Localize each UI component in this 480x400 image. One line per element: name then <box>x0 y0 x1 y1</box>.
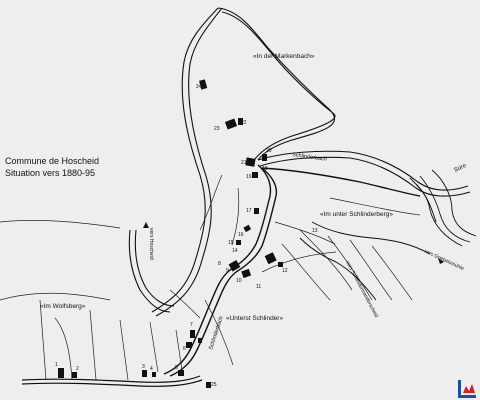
road-upper-loop <box>151 7 471 317</box>
arrow-up-icon <box>143 222 149 228</box>
road-label-schlindermanderscheid: vers Schlindermanderscheid <box>344 260 379 319</box>
road-hoscheid <box>128 229 175 313</box>
place-label-schlinderberg: «Im unter Schlinderberg» <box>320 211 393 218</box>
water-label-schlinderbach-bottom: Schlinderbach <box>208 316 224 351</box>
house-number-labels: 1 2 3 4 5 6 7 8 9 10 11 12 13 14 15 16 1… <box>55 84 318 388</box>
house-number: 20 <box>266 148 272 154</box>
road-label-goebelsmuhle: vers Goebelsmühle <box>423 248 465 272</box>
house-number: 11 <box>256 284 261 290</box>
place-label-wolfsberg: «Im Wolfsberg» <box>40 303 86 310</box>
house-number: 4 <box>150 366 153 372</box>
house-number: 7 <box>190 322 193 328</box>
parcel-boundaries <box>0 174 421 381</box>
schlinderbach-stream <box>163 164 421 377</box>
arrow-right-icon <box>438 258 444 264</box>
house-number: 18 <box>262 166 268 172</box>
house-number: 8 <box>218 261 221 267</box>
road-label-hoscheid: vers Hoscheid <box>148 228 154 260</box>
house-number: 10 <box>236 278 242 284</box>
road-right <box>299 221 431 301</box>
house-number: 16 <box>238 232 244 238</box>
house-number: 23 <box>214 126 220 132</box>
house-number: 2 <box>76 366 79 372</box>
direction-arrow-icons <box>143 222 444 264</box>
house-number: 19 <box>246 174 252 180</box>
house-number: 15 <box>228 240 234 246</box>
house-number: 3 <box>142 364 145 370</box>
place-label-markenbach: «In der Markenbach» <box>253 53 315 60</box>
house-number: 6 <box>183 346 186 352</box>
place-label-unterst-schlinder: «Unterst Schlinder» <box>226 315 283 322</box>
house-number: 5 <box>175 365 178 371</box>
house-number: 22 <box>241 120 247 126</box>
house-number: 17 <box>246 208 252 214</box>
map-title: Commune de Hoscheid <box>5 156 99 166</box>
house-number: 13 <box>312 228 318 234</box>
house-number: 14 <box>232 248 238 254</box>
house-number: 9 <box>226 268 229 274</box>
house-number: 12 <box>282 268 288 274</box>
water-label-sure: Süre <box>453 163 468 174</box>
sure-river <box>409 169 477 247</box>
house-number: 25 <box>211 382 217 388</box>
house-number: 24 <box>196 84 202 90</box>
house-number: 1 <box>55 362 58 368</box>
house-number: 21 <box>241 160 247 166</box>
buildings <box>58 79 283 388</box>
red-blue-corner-logo <box>458 380 476 398</box>
road-bottom <box>21 375 203 387</box>
map-subtitle: Situation vers 1880-95 <box>5 168 95 178</box>
water-label-schlinderbach-top: Schlinderbach <box>292 152 327 163</box>
